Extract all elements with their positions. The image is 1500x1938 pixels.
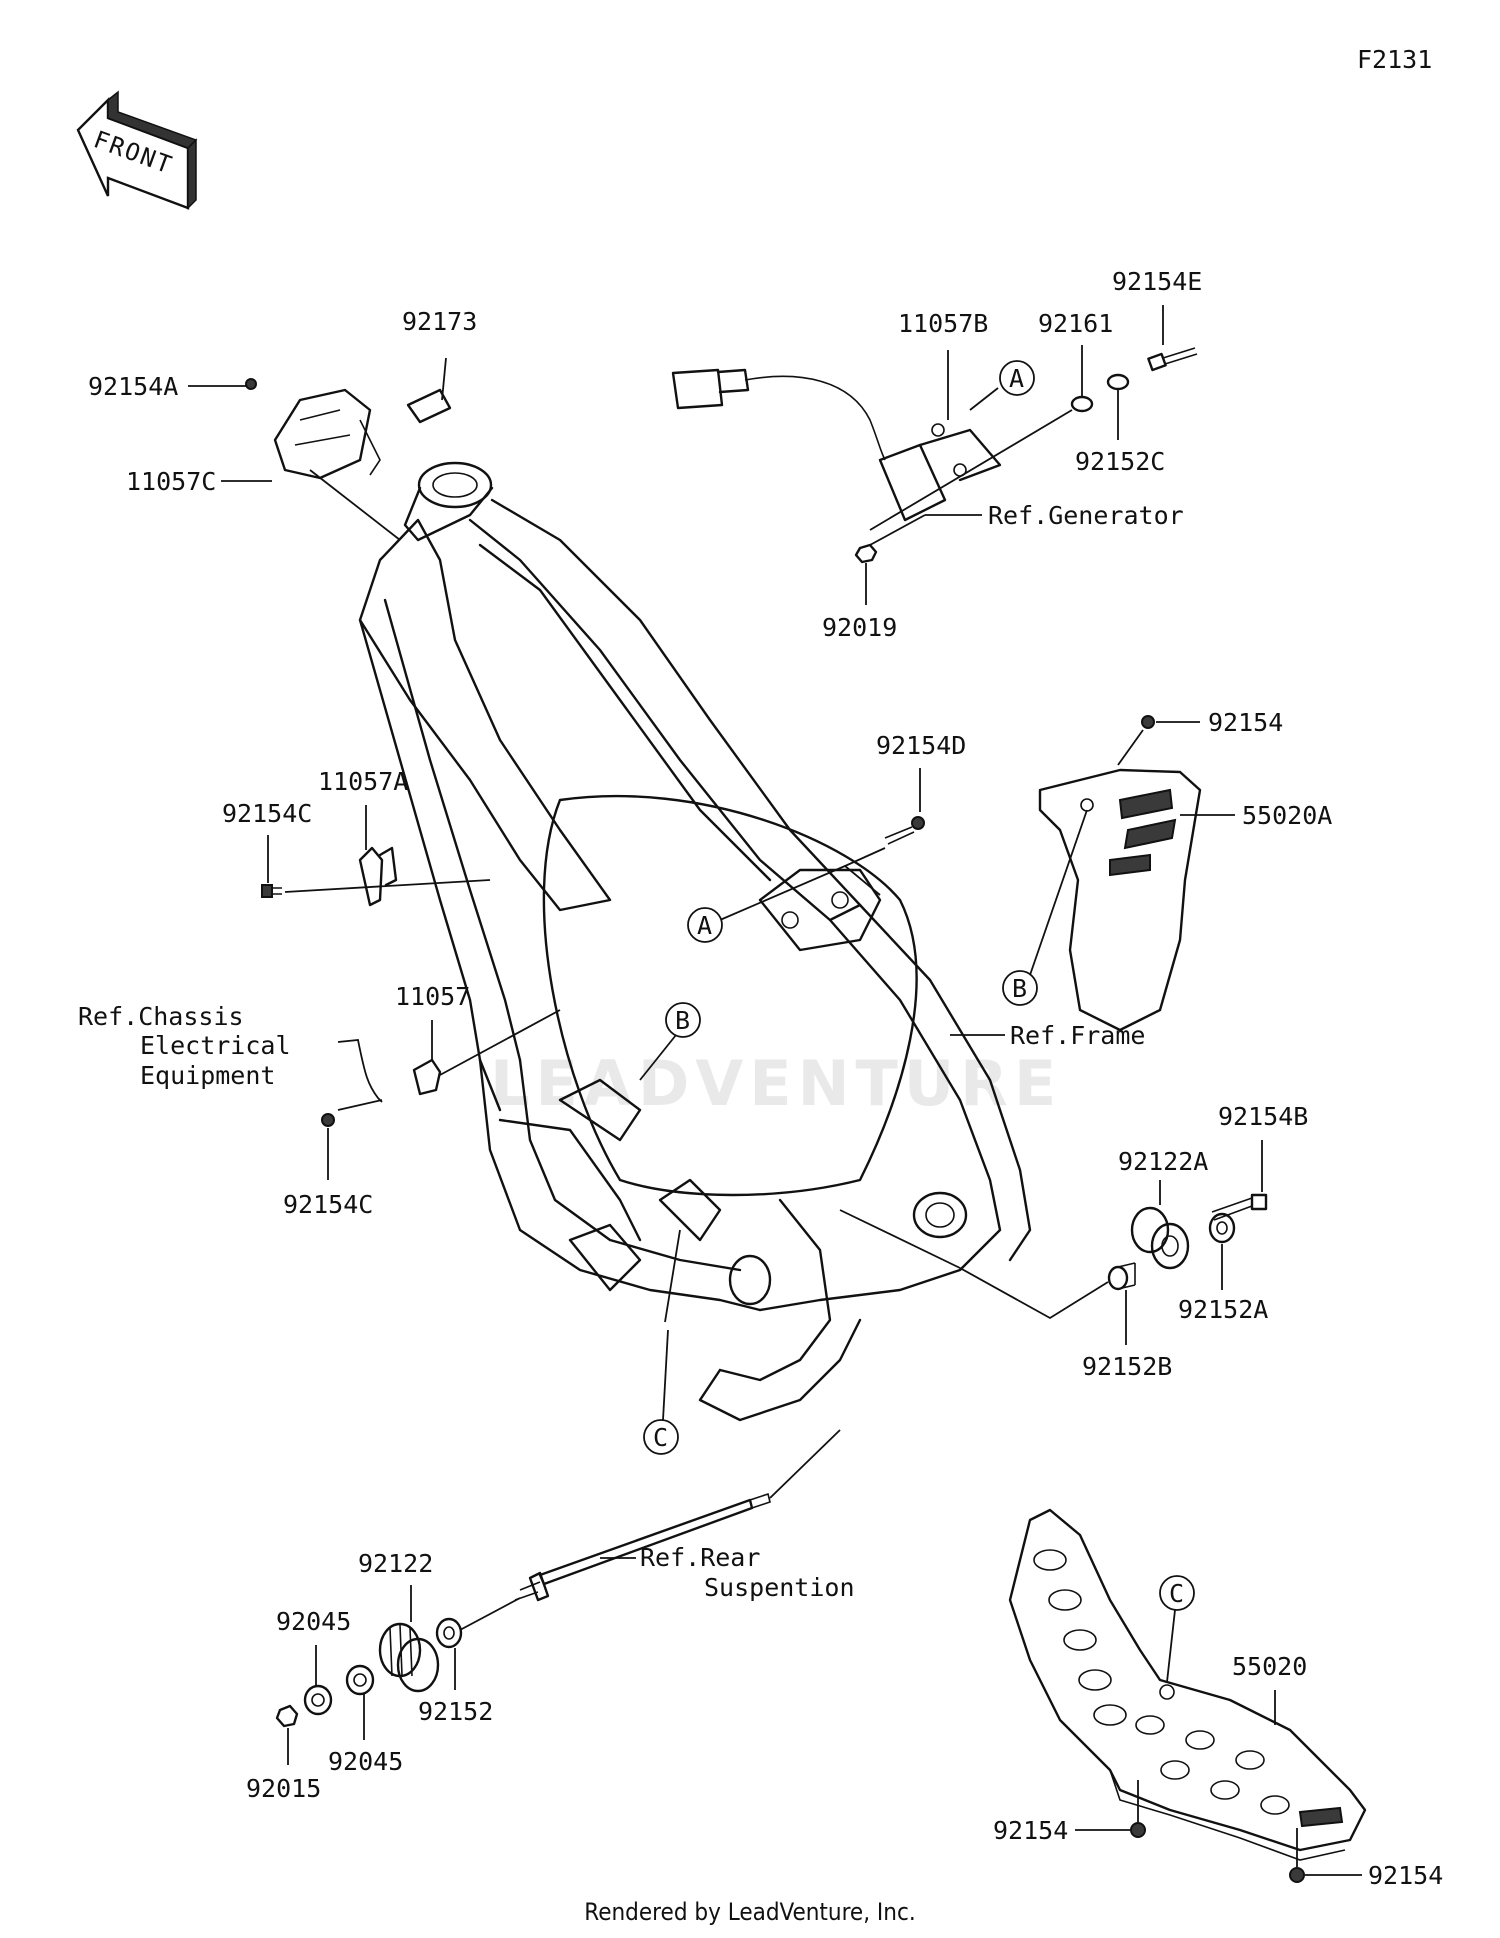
motorcycle-frame — [358, 461, 1032, 1422]
nut-92019 — [854, 543, 878, 564]
callout-b-guard-label: B — [1012, 974, 1027, 1003]
label-92152: 92152 — [418, 1697, 493, 1726]
front-arrow-icon: FRONT — [76, 90, 198, 210]
label-55020: 55020 — [1232, 1652, 1307, 1681]
label-92154D: 92154D — [876, 731, 966, 760]
label-11057: 11057 — [395, 982, 470, 1011]
callout-b-frame — [665, 1002, 701, 1038]
ref-rear-line2: Suspention — [704, 1573, 855, 1602]
ref-chassis-line2: Electrical — [140, 1031, 291, 1060]
bolt-92154C-bottom — [321, 1113, 335, 1127]
generator-harness — [671, 368, 1002, 522]
label-92154B: 92154B — [1218, 1102, 1308, 1131]
collar-92152C — [1106, 373, 1130, 391]
collar-92152A — [1208, 1212, 1236, 1244]
label-92015: 92015 — [246, 1774, 321, 1803]
callout-c-skid — [1159, 1575, 1195, 1611]
collar-92152B — [1107, 1262, 1136, 1291]
cap-92173 — [406, 388, 452, 424]
bolt-92154C-top — [261, 884, 282, 898]
label-92152B: 92152B — [1082, 1352, 1172, 1381]
label-92045-bottom: 92045 — [328, 1747, 403, 1776]
label-92161: 92161 — [1038, 309, 1113, 338]
callout-a-top — [999, 360, 1035, 396]
figure-code: F2131 — [1357, 45, 1432, 74]
bolt-92154E — [1147, 347, 1198, 372]
ref-chassis-line1: Ref.Chassis — [78, 1002, 244, 1031]
callout-a-frame — [687, 907, 723, 943]
pivot-shaft — [514, 1492, 771, 1602]
label-11057A: 11057A — [318, 767, 408, 796]
ref-chassis-line3: Equipment — [140, 1061, 275, 1090]
callout-a-top-label: A — [1009, 364, 1024, 393]
bracket-11057C — [273, 388, 372, 480]
label-92154-top: 92154 — [1208, 708, 1283, 737]
washer-92161 — [1070, 395, 1094, 413]
bearing-92122 — [378, 1622, 440, 1693]
clip-11057 — [412, 1058, 442, 1096]
label-11057C: 11057C — [126, 467, 216, 496]
callout-a-frame-label: A — [697, 911, 712, 940]
label-92154-skid-left: 92154 — [993, 1816, 1068, 1845]
bolt-92154-skid-right — [1289, 1867, 1305, 1883]
label-11057B: 11057B — [898, 309, 988, 338]
callout-b-frame-label: B — [675, 1006, 690, 1035]
bolt-92154-skid-left — [1130, 1822, 1146, 1838]
label-55020A: 55020A — [1242, 801, 1332, 830]
label-92154A: 92154A — [88, 372, 178, 401]
label-92154E: 92154E — [1112, 267, 1202, 296]
callout-c-frame — [643, 1419, 679, 1455]
bolt-92154-top — [1141, 715, 1155, 729]
ref-frame: Ref.Frame — [1010, 1021, 1145, 1050]
callout-c-frame-label: C — [653, 1423, 668, 1452]
label-92154C-top: 92154C — [222, 799, 312, 828]
seal-92045-top — [303, 1684, 333, 1716]
footer-credit: Rendered by LeadVenture, Inc. — [584, 1898, 916, 1926]
label-92173: 92173 — [402, 307, 477, 336]
label-92019: 92019 — [822, 613, 897, 642]
bolt-92154B — [1211, 1193, 1268, 1221]
spacer-92122A — [1130, 1206, 1190, 1270]
clip-11057A — [358, 846, 398, 907]
label-92122: 92122 — [358, 1549, 433, 1578]
nut-92015 — [275, 1704, 299, 1728]
ref-rear-line1: Ref.Rear — [640, 1543, 760, 1572]
label-92154-skid-right: 92154 — [1368, 1861, 1443, 1890]
guard-55020A — [1038, 768, 1202, 1032]
callout-b-guard — [1002, 970, 1038, 1006]
collar-92152 — [435, 1617, 463, 1649]
label-92152A: 92152A — [1178, 1295, 1268, 1324]
label-92122A: 92122A — [1118, 1147, 1208, 1176]
callout-c-skid-label: C — [1169, 1579, 1184, 1608]
bolt-92154A — [245, 378, 257, 390]
skid-plate-55020 — [1008, 1508, 1367, 1861]
label-92045-top: 92045 — [276, 1607, 351, 1636]
ref-generator: Ref.Generator — [988, 501, 1184, 530]
bolt-92154D — [884, 816, 925, 845]
label-92152C: 92152C — [1075, 447, 1165, 476]
label-92154C-bottom: 92154C — [283, 1190, 373, 1219]
seal-92045-bottom — [345, 1664, 375, 1696]
